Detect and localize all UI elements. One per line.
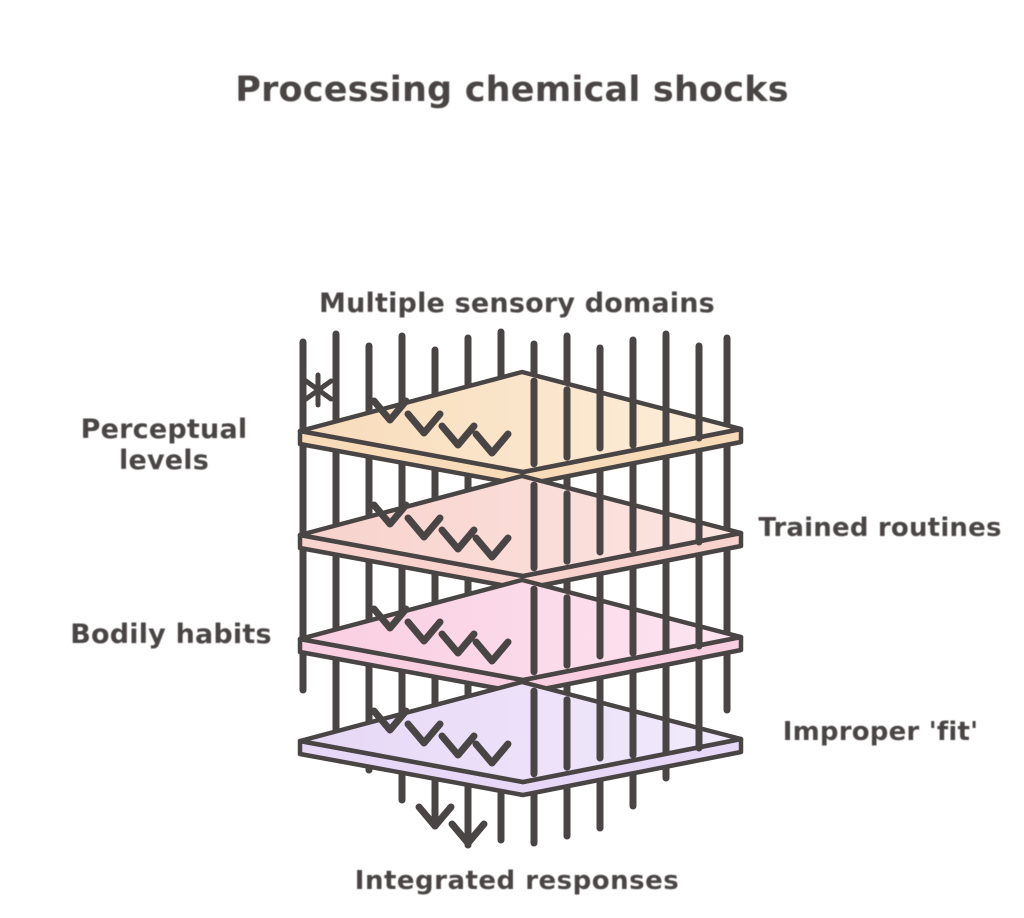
bottom-caption: Integrated responses [354,866,680,896]
label-left-top: Perceptual levels [80,414,248,476]
exit-arrowheads [415,803,488,847]
incoming-arrows-annotation: Multiple sensory domains [319,288,715,319]
impact-scribble [303,372,334,408]
page-title: Processing chemical shocks [235,70,789,110]
layer-top [297,369,744,488]
label-left-bottom: Bodily habits [70,619,272,650]
label-right-bottom: Improper 'fit' [782,717,979,747]
label-right-top: Trained routines [758,513,1002,543]
layer-bottom [297,679,744,798]
layer-second [297,473,744,592]
